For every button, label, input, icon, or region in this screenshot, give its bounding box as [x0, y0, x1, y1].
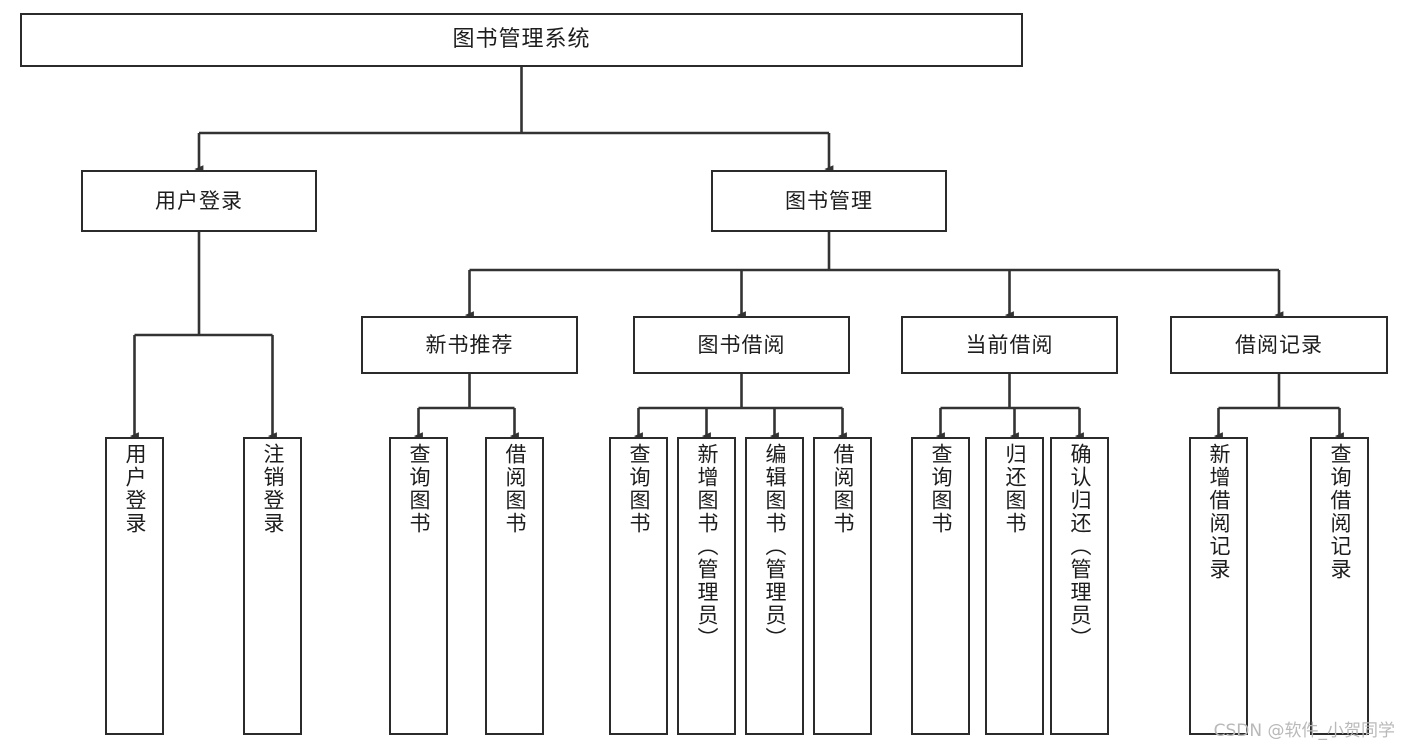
node-current[interactable]: 当前借阅	[901, 316, 1118, 374]
node-bookmgmt[interactable]: 图书管理	[711, 170, 947, 232]
node-label: 借阅记录	[1235, 332, 1323, 357]
node-label: 确认归还（管理员）	[1068, 443, 1092, 650]
node-leaf-new-2[interactable]: 借阅图书	[485, 437, 544, 735]
edges	[129, 67, 1344, 441]
node-label: 归还图书	[1003, 443, 1027, 535]
node-leaf-borrow-4[interactable]: 借阅图书	[813, 437, 872, 735]
node-label: 借阅图书	[503, 443, 527, 535]
node-label: 新书推荐	[425, 332, 514, 357]
node-label: 编辑图书（管理员）	[763, 443, 787, 650]
node-leaf-cur-3[interactable]: 确认归还（管理员）	[1050, 437, 1109, 735]
node-leaf-rec-2[interactable]: 查询借阅记录	[1310, 437, 1369, 735]
node-label: 新增借阅记录	[1207, 443, 1231, 581]
node-leaf-cur-1[interactable]: 查询图书	[911, 437, 970, 735]
node-records[interactable]: 借阅记录	[1170, 316, 1388, 374]
node-label: 当前借阅	[965, 332, 1054, 357]
node-leaf-borrow-2[interactable]: 新增图书（管理员）	[677, 437, 736, 735]
node-label: 查询借阅记录	[1328, 443, 1352, 581]
node-label: 图书管理	[785, 188, 873, 213]
node-label: 用户登录	[155, 188, 243, 213]
node-label: 用户登录	[123, 443, 147, 535]
node-label: 图书管理系统	[452, 27, 591, 53]
node-leaf-rec-1[interactable]: 新增借阅记录	[1189, 437, 1248, 735]
node-leaf-login-1[interactable]: 用户登录	[105, 437, 164, 735]
node-label: 查询图书	[929, 443, 953, 535]
node-leaf-borrow-1[interactable]: 查询图书	[609, 437, 668, 735]
node-leaf-borrow-3[interactable]: 编辑图书（管理员）	[745, 437, 804, 735]
node-label: 借阅图书	[831, 443, 855, 535]
node-label: 图书借阅	[697, 332, 786, 357]
node-label: 注销登录	[261, 443, 285, 535]
node-newbook[interactable]: 新书推荐	[361, 316, 578, 374]
node-label: 新增图书（管理员）	[695, 443, 719, 650]
node-label: 查询图书	[627, 443, 651, 535]
node-root[interactable]: 图书管理系统	[20, 13, 1023, 67]
node-borrow[interactable]: 图书借阅	[633, 316, 850, 374]
node-login[interactable]: 用户登录	[81, 170, 317, 232]
node-leaf-cur-2[interactable]: 归还图书	[985, 437, 1044, 735]
watermark: CSDN @软件_小贺同学	[1213, 721, 1395, 741]
node-label: 查询图书	[407, 443, 431, 535]
node-leaf-new-1[interactable]: 查询图书	[389, 437, 448, 735]
node-leaf-login-2[interactable]: 注销登录	[243, 437, 302, 735]
